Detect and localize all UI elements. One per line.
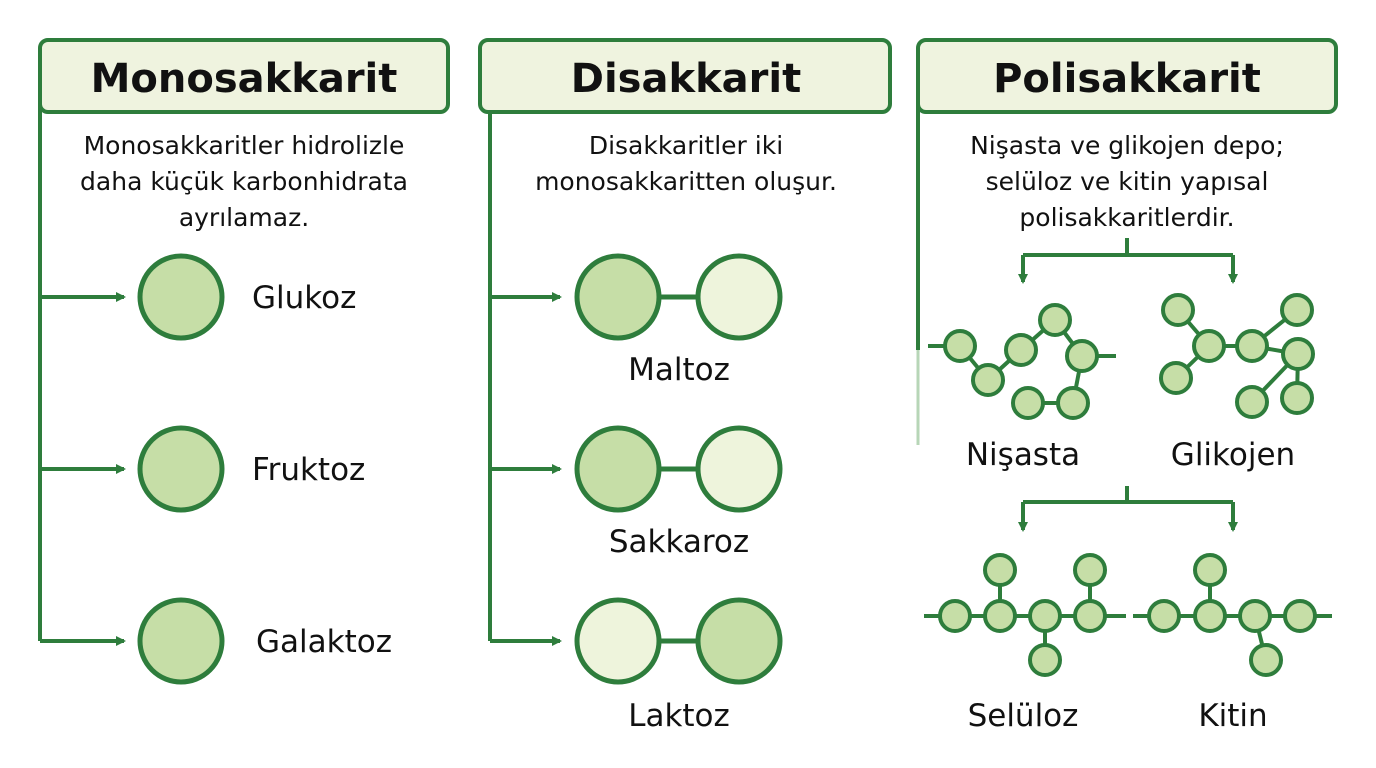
sakkaroz-node-2 (695, 425, 783, 513)
laktoz-node-2 (695, 597, 783, 685)
glikojen-structure: Glikojen (1159, 293, 1315, 473)
glikojen-unit (1280, 381, 1314, 415)
monosaccharide-title: Monosakkarit (91, 56, 398, 102)
seluloz-unit (1028, 599, 1062, 633)
nisasta-glucose-units (943, 303, 1099, 420)
glikojen-unit (1159, 361, 1193, 395)
laktoz-node-1 (574, 597, 662, 685)
monosaccharide-description-line-1: Monosakkaritler hidrolizle (84, 131, 405, 160)
polysaccharide-header-box (916, 38, 1338, 114)
fruktoz-node (137, 425, 225, 513)
polysaccharide-title: Polisakkarit (993, 56, 1261, 102)
polysaccharide-description-line-1: Nişasta ve glikojen depo; (970, 131, 1284, 160)
seluloz-unit (1028, 643, 1062, 677)
laktoz-label: Laktoz (628, 698, 730, 734)
maltoz-node-2 (695, 253, 783, 341)
nisasta-unit (1004, 333, 1038, 367)
seluloz-label: Selüloz (968, 698, 1079, 734)
nisasta-unit (1065, 339, 1099, 373)
nisasta-unit (971, 363, 1005, 397)
disaccharide-column: Disakkarit Disakkaritler iki monosakkari… (478, 38, 892, 734)
nisasta-unit (1038, 303, 1072, 337)
polysaccharide-column: Polisakkarit Nişasta ve glikojen depo; s… (916, 38, 1338, 734)
seluloz-structure: Selüloz (924, 553, 1126, 734)
nisasta-structure: Nişasta (928, 303, 1116, 473)
monosaccharide-column: Monosakkarit Monosakkaritler hidrolizle … (38, 38, 450, 685)
kitin-label: Kitin (1198, 698, 1267, 734)
glikojen-label: Glikojen (1171, 437, 1295, 473)
nisasta-unit (1056, 386, 1090, 420)
galaktoz-label: Galaktoz (256, 624, 392, 660)
storage-fork-connector (1018, 238, 1238, 284)
disaccharide-title: Disakkarit (571, 56, 801, 102)
nisasta-unit (1011, 386, 1045, 420)
kitin-unit (1283, 599, 1317, 633)
glikojen-glucose-units (1159, 293, 1315, 419)
glikojen-unit (1280, 293, 1314, 327)
monosaccharide-description-line-3: ayrılamaz. (179, 203, 309, 232)
seluloz-unit (983, 599, 1017, 633)
maltoz-node-1 (574, 253, 662, 341)
kitin-unit (1193, 553, 1227, 587)
sakkaroz-node-1 (574, 425, 662, 513)
kitin-structure: Kitin (1133, 553, 1332, 734)
seluloz-unit (1073, 553, 1107, 587)
kitin-unit (1193, 599, 1227, 633)
structural-fork-connector (1018, 486, 1238, 532)
disaccharide-header-box (478, 38, 892, 114)
nisasta-label: Nişasta (966, 437, 1080, 473)
glikojen-unit (1192, 329, 1226, 363)
kitin-unit (1249, 643, 1283, 677)
glikojen-unit (1281, 337, 1315, 371)
glikojen-unit (1161, 293, 1195, 327)
seluloz-unit (938, 599, 972, 633)
disaccharide-description-line-2: monosakkaritten oluşur. (535, 167, 837, 196)
seluloz-glucose-units (938, 553, 1107, 677)
kitin-unit (1238, 599, 1272, 633)
monosaccharide-header-box (38, 38, 450, 114)
glikojen-unit (1235, 329, 1269, 363)
glikojen-bonds (1174, 308, 1300, 404)
glikojen-unit (1235, 385, 1269, 419)
polysaccharide-description-line-3: polisakkaritlerdir. (1019, 203, 1234, 232)
monosaccharide-description-line-2: daha küçük karbonhidrata (80, 167, 408, 196)
glukoz-node (137, 253, 225, 341)
kitin-units (1147, 553, 1317, 677)
seluloz-unit (983, 553, 1017, 587)
disaccharide-description-line-1: Disakkaritler iki (589, 131, 783, 160)
fruktoz-label: Fruktoz (252, 452, 365, 488)
glukoz-label: Glukoz (252, 280, 356, 316)
kitin-unit (1147, 599, 1181, 633)
nisasta-unit (943, 329, 977, 363)
galaktoz-node (137, 597, 225, 685)
seluloz-unit (1073, 599, 1107, 633)
maltoz-label: Maltoz (628, 352, 730, 388)
polysaccharide-description-line-2: selüloz ve kitin yapısal (986, 167, 1269, 196)
sakkaroz-label: Sakkaroz (609, 524, 749, 560)
